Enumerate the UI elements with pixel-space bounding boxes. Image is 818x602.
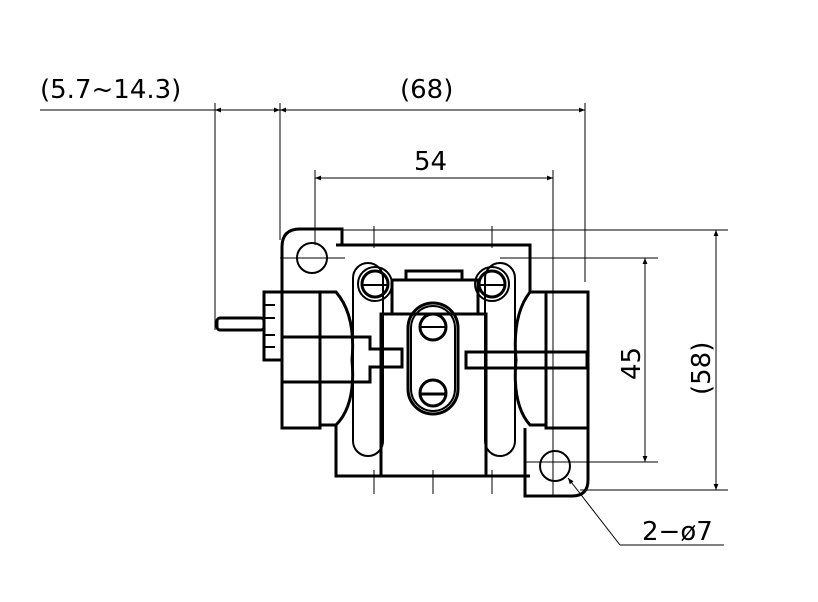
stroke-range-label: (5.7~14.3) (40, 75, 181, 105)
hole-spacing-width-label: 54 (414, 147, 447, 177)
hole-spacing-height-label: 45 (617, 347, 647, 380)
adjuster-nut (262, 290, 284, 362)
right-pin (464, 350, 589, 370)
dimension-lines (40, 103, 728, 546)
mounting-hole-bottom-right (539, 450, 571, 482)
overall-width-label: (68) (400, 75, 453, 105)
mounting-hole-top-left (296, 242, 328, 274)
overall-height-label: (58) (687, 342, 717, 395)
holes-callout-label: 2−ø7 (642, 517, 713, 547)
plunger-shaft (215, 316, 266, 332)
switch-body (215, 227, 590, 498)
